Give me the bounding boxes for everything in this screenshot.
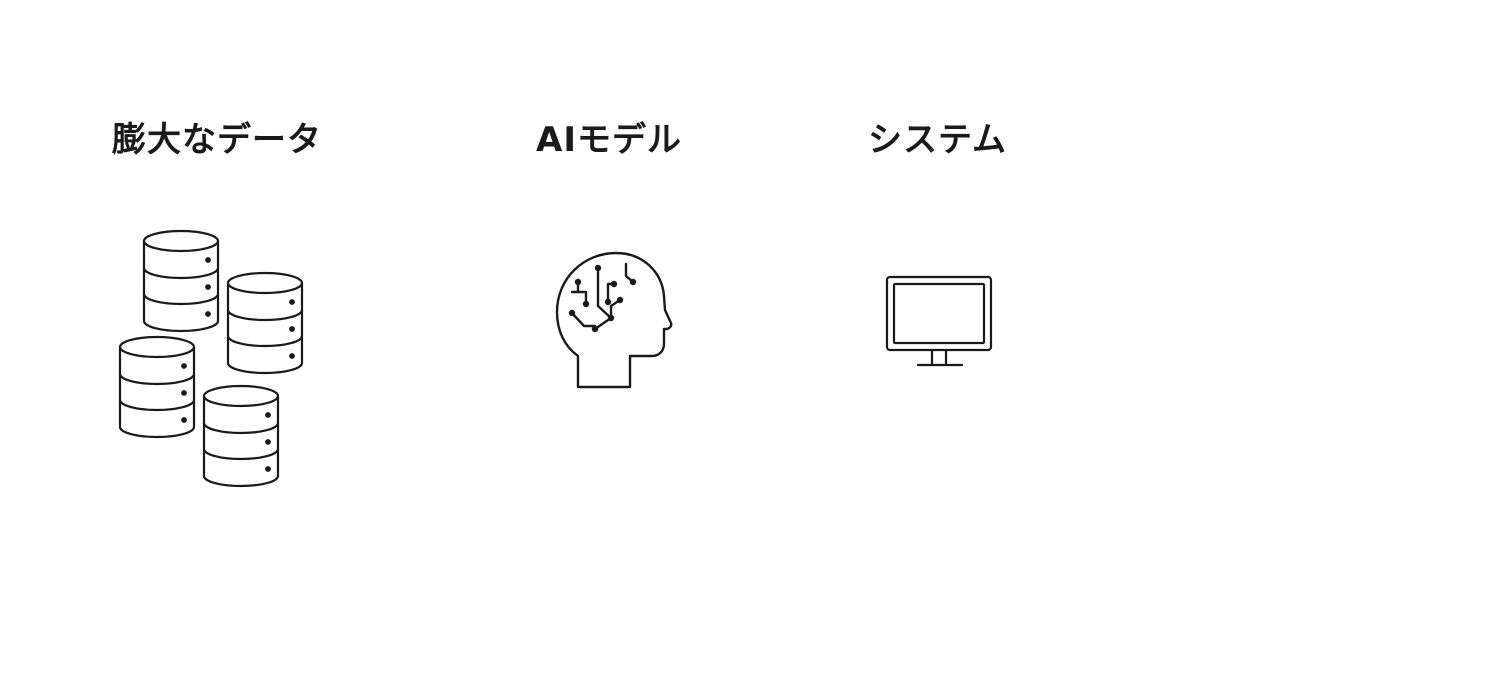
database-stack-icon [110, 225, 310, 495]
database-cylinder-icon [118, 335, 196, 439]
ai-brain-circuit-icon [550, 248, 680, 393]
database-cylinder-icon [226, 271, 304, 375]
database-cylinder-icon [142, 229, 220, 333]
ai-model-label: AIモデル [536, 120, 682, 160]
system-label: システム [868, 120, 1007, 160]
database-cylinder-icon [202, 384, 280, 488]
monitor-icon [880, 270, 1000, 370]
data-label: 膨大なデータ [112, 120, 322, 160]
